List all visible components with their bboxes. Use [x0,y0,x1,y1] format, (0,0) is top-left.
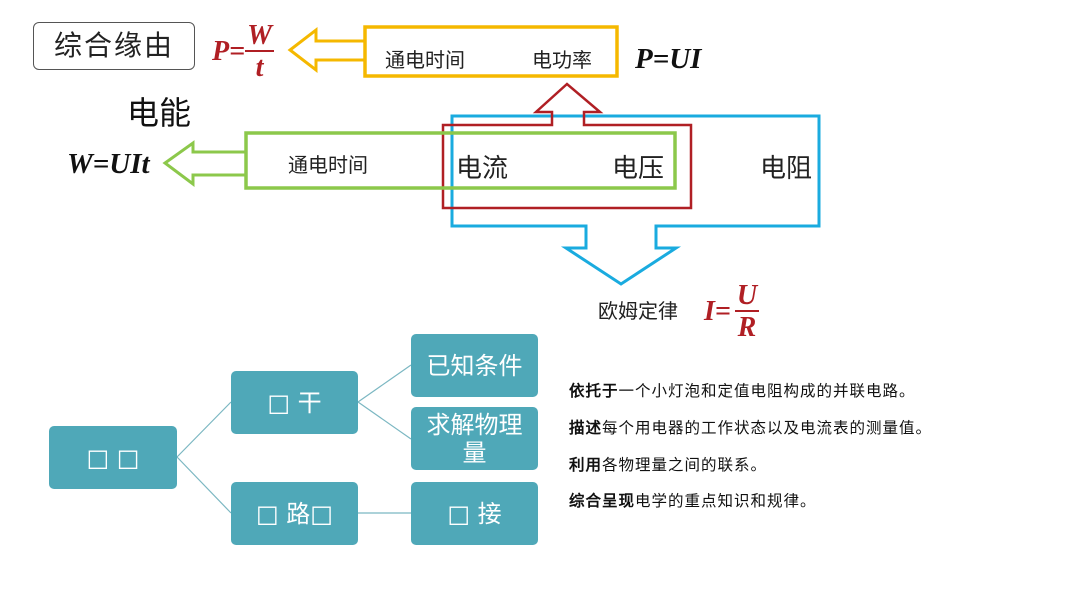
tree-leaf-solve-line1: 求解物理 [426,410,523,439]
description-line-1: 依托于一个小灯泡和定值电阻构成的并联电路。 [569,379,916,401]
ohm-law-denominator: R [737,312,757,343]
description-3-text: 各物理量之间的联系。 [602,456,768,474]
energy-label: 电能 [127,94,192,132]
yellow-frame [363,25,619,78]
ohm-law-numerator: U [734,280,760,312]
resistance-label: 电阻 [760,154,813,184]
tree-branch-path-node: □ 路□ [231,482,358,545]
voltage-label: 电压 [612,154,665,184]
green-time-label: 通电时间 [288,153,368,177]
description-2-bold: 描述 [569,418,603,437]
description-2-text: 每个用电器的工作状态以及电流表的测量值。 [602,419,933,437]
ohm-law-label: 欧姆定律 [598,299,678,323]
description-4-bold: 综合呈现 [569,491,636,510]
description-line-4: 综合呈现电学的重点知识和规律。 [569,489,817,511]
green-left-arrow [162,140,246,187]
current-label: 电流 [456,154,509,184]
tree-leaf-solve-line2: 量 [462,438,487,467]
tree-leaf-connect-node: □ 接 [411,482,538,545]
power-work-numerator: W [245,20,274,52]
title-box: 综合缘由 [33,22,195,70]
green-frame [244,131,677,190]
description-line-3: 利用各物理量之间的联系。 [569,453,767,475]
power-work-formula: P= W t [212,22,274,82]
power-work-fraction: W t [245,22,274,82]
ohm-law-formula: I= U R [704,280,760,343]
tree-connectors [176,364,412,514]
description-1-bold: 依托于 [569,381,619,400]
description-3-bold: 利用 [569,455,603,474]
power-formula: P=UI [635,43,702,75]
yellow-left-arrow [287,26,365,74]
tree-leaf-solve-quantity: 求解物理 量 [411,407,538,470]
power-work-formula-lhs: P= [212,36,246,67]
ohm-law-lhs: I= [704,296,731,327]
tree-leaf-known-conditions: 已知条件 [411,334,538,397]
power-work-denominator: t [255,52,264,83]
yellow-power-label: 电功率 [532,48,592,72]
red-frame-with-up-arrow [441,82,693,210]
description-1-text: 一个小灯泡和定值电阻构成的并联电路。 [618,382,916,400]
description-4-text: 电学的重点知识和规律。 [635,492,817,510]
ohm-law-fraction: U R [734,280,760,343]
yellow-time-label: 通电时间 [385,48,465,72]
energy-formula: W=UIt [67,148,150,180]
tree-root-node: □ □ [49,426,177,489]
blue-frame-with-down-arrow [450,114,821,286]
description-line-2: 描述每个用电器的工作状态以及电流表的测量值。 [569,416,932,438]
tree-branch-main-node: □ 干 [231,371,358,434]
